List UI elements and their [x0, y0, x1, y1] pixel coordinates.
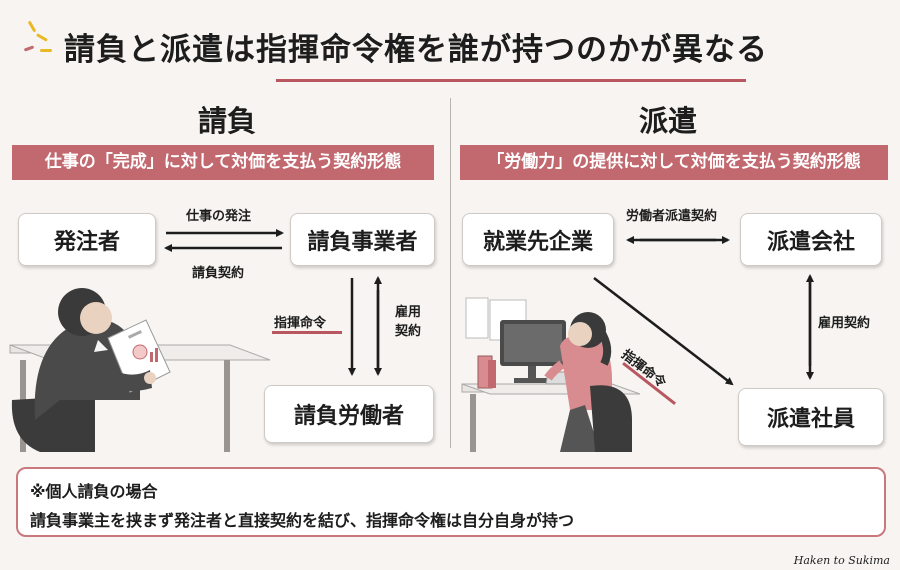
box-dispatched-employee: 派遣社員 — [738, 388, 884, 446]
note-heading: ※個人請負の場合 — [30, 482, 158, 501]
label-employment-left: 雇用契約 — [392, 303, 424, 341]
label-employment-left-line: 契約 — [394, 324, 421, 339]
label-order: 仕事の発注 — [186, 209, 252, 224]
command-arrow-right — [593, 277, 734, 386]
box-host-company: 就業先企業 — [462, 213, 614, 266]
right-worker-illustration — [461, 297, 641, 452]
page-title: 請負と派遣は指揮命令権を誰が持つのかが異なる — [64, 32, 768, 68]
left-heading: 請負 — [197, 104, 256, 138]
box-worker-label: 請負労働者 — [293, 404, 404, 429]
box-client: 発注者 — [18, 213, 156, 266]
left-worker-illustration — [9, 288, 271, 452]
box-agency: 派遣会社 — [740, 213, 882, 266]
label-employment-right: 雇用契約 — [818, 316, 871, 331]
left-banner: 仕事の「完成」に対して対価を支払う契約形態 — [12, 145, 434, 180]
right-heading: 派遣 — [638, 104, 697, 138]
note-box — [16, 467, 886, 537]
title-underline — [276, 79, 746, 82]
box-host-label: 就業先企業 — [482, 229, 593, 255]
box-employee-label: 派遣社員 — [766, 407, 855, 432]
label-contract: 請負契約 — [192, 266, 245, 281]
box-agency-label: 派遣会社 — [766, 229, 855, 255]
title-spark-icon — [40, 49, 52, 52]
column-divider — [450, 98, 451, 448]
box-client-label: 発注者 — [53, 229, 120, 255]
command-underline-left — [272, 331, 342, 334]
label-command-left: 指揮命令 — [274, 316, 327, 331]
note-body: 請負事業主を挟まず発注者と直接契約を結び、指揮命令権は自分自身が持つ — [30, 511, 575, 530]
box-contractor: 請負事業者 — [290, 213, 435, 266]
credit-signature: Haken to Sukima — [793, 554, 890, 567]
box-contractor-label: 請負事業者 — [307, 229, 418, 255]
box-worker: 請負労働者 — [264, 385, 434, 443]
label-employment-left-line: 雇用 — [394, 305, 421, 320]
right-banner: 「労働力」の提供に対して対価を支払う契約形態 — [460, 145, 888, 180]
label-dispatch-contract: 労働者派遣契約 — [626, 209, 718, 224]
